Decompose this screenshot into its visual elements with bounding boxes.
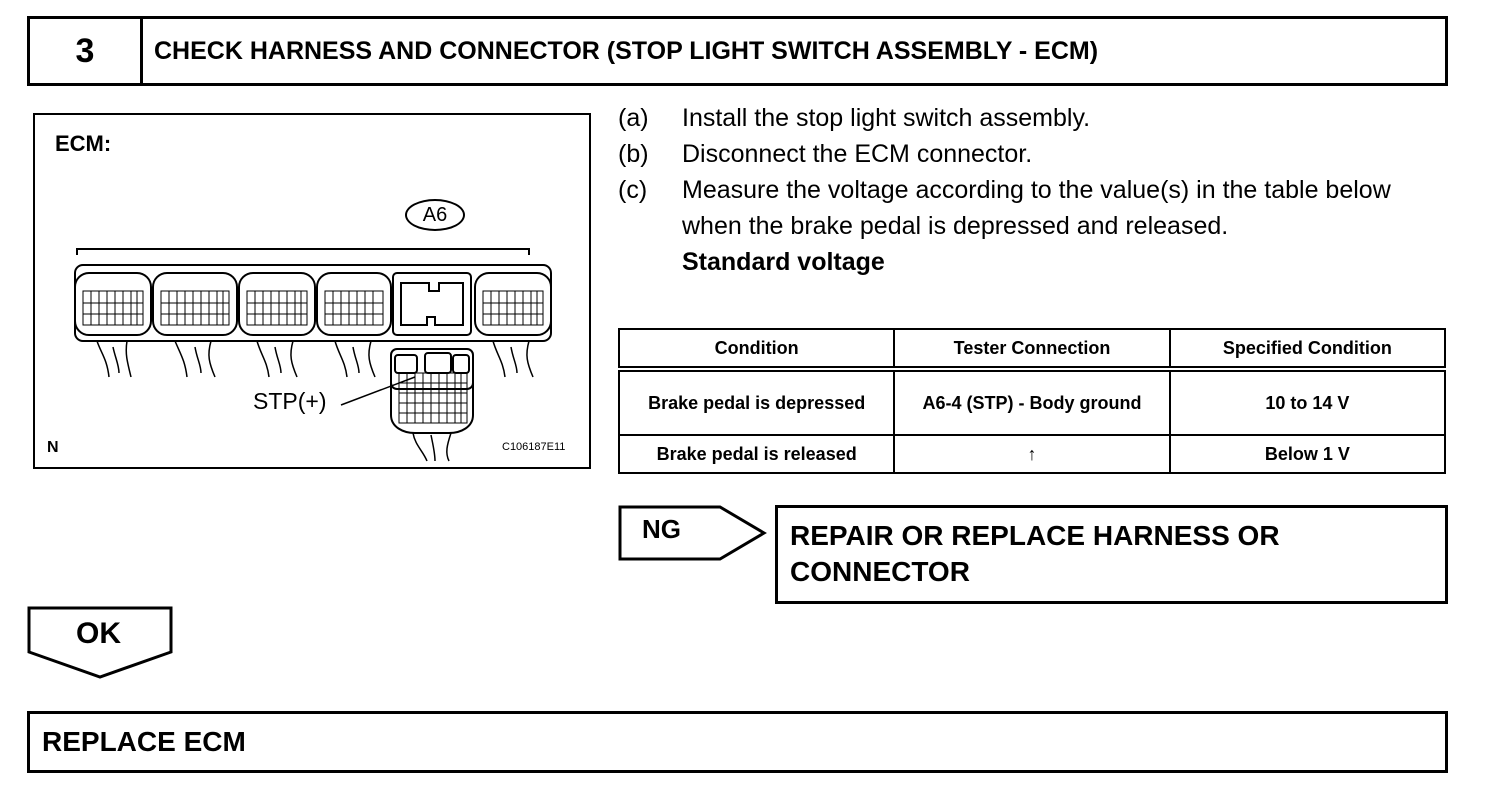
- step-text: Measure the voltage according to the val…: [682, 176, 1391, 240]
- step-item: (c) Measure the voltage according to the…: [618, 172, 1438, 244]
- table-cell: Below 1 V: [1168, 434, 1447, 474]
- table-row: Brake pedal is depressed A6-4 (STP) - Bo…: [617, 368, 1447, 436]
- ng-arrow-icon: [618, 505, 767, 561]
- table-header-row: Condition Tester Connection Specified Co…: [617, 328, 1447, 372]
- table-cell: ↑: [893, 434, 1171, 474]
- step-item: (b) Disconnect the ECM connector.: [618, 136, 1438, 172]
- step-text: Disconnect the ECM connector.: [682, 140, 1033, 168]
- result-action-box: REPLACE ECM: [27, 711, 1448, 773]
- connector-label: A6: [405, 199, 465, 231]
- table-cell: 10 to 14 V: [1168, 368, 1447, 436]
- step-text: Install the stop light switch assembly.: [682, 104, 1091, 132]
- column-header: Tester Connection: [893, 328, 1171, 372]
- figure-caption: ECM:: [55, 131, 112, 156]
- ng-label: NG: [642, 514, 681, 544]
- column-header: Specified Condition: [1168, 328, 1447, 372]
- table-cell: Brake pedal is depressed: [617, 368, 896, 436]
- ng-action-box: REPAIR OR REPLACE HARNESS OR CONNECTOR: [775, 505, 1448, 604]
- figure-code: C106187E11: [502, 441, 566, 453]
- step-title: CHECK HARNESS AND CONNECTOR (STOP LIGHT …: [154, 36, 1099, 65]
- step-label: (a): [618, 104, 649, 132]
- table-cell: A6-4 (STP) - Body ground: [893, 368, 1171, 436]
- step-number: 3: [30, 19, 143, 83]
- terminal-label: STP(+): [253, 388, 327, 414]
- column-header: Condition: [617, 328, 896, 372]
- step-label: (b): [618, 140, 649, 168]
- spec-table: Condition Tester Connection Specified Co…: [617, 328, 1447, 474]
- ecm-connector-illustration: ECM: A6 STP(+) N C106187E11: [33, 113, 591, 469]
- procedure-steps: (a) Install the stop light switch assemb…: [618, 100, 1438, 280]
- ok-label: OK: [76, 617, 121, 650]
- table-cell: Brake pedal is released: [617, 434, 896, 474]
- ok-arrow-icon: [27, 606, 173, 679]
- ecm-connector-drawing: [74, 248, 552, 462]
- step-header: 3 CHECK HARNESS AND CONNECTOR (STOP LIGH…: [27, 16, 1448, 86]
- corner-mark: N: [47, 439, 59, 456]
- step-item: (a) Install the stop light switch assemb…: [618, 100, 1438, 136]
- table-row: Brake pedal is released ↑ Below 1 V: [617, 434, 1447, 474]
- standard-heading: Standard voltage: [682, 248, 885, 276]
- step-label: (c): [618, 176, 648, 204]
